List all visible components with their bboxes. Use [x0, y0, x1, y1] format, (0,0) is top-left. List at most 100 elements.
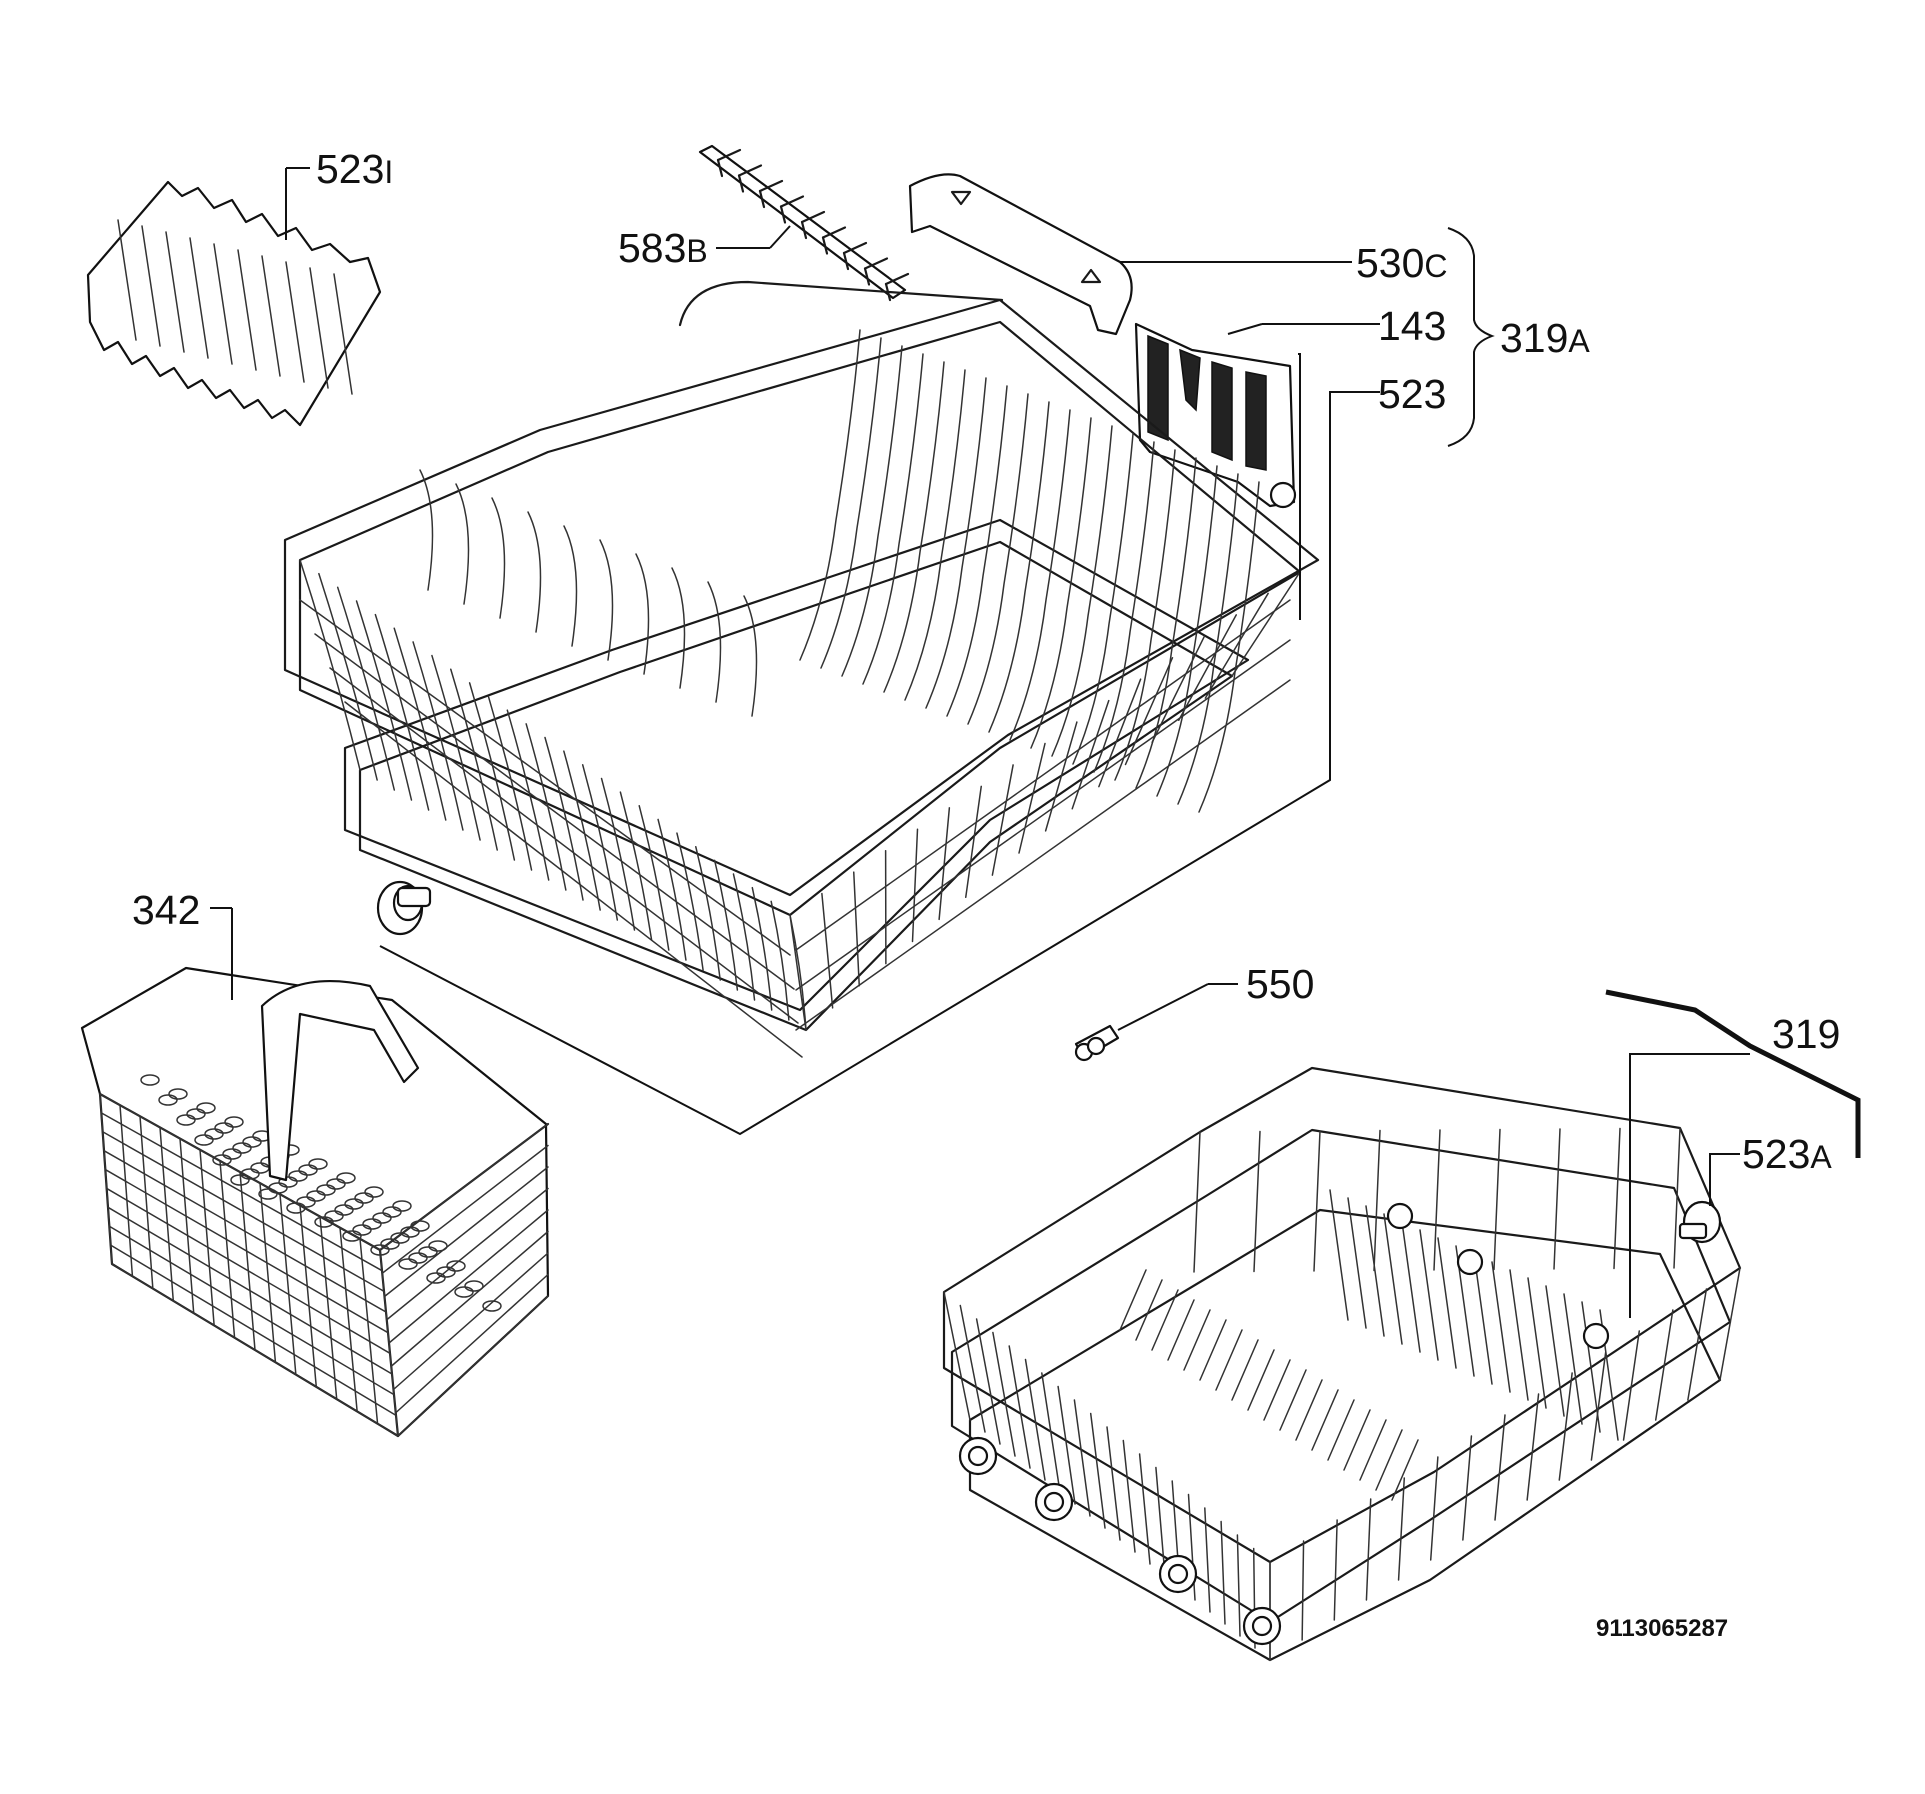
basket-bar: [318, 572, 378, 781]
cutlery-hole: [204, 1128, 224, 1140]
part-143-height-adjuster: [1134, 322, 1380, 509]
tine-foot: [758, 189, 766, 209]
basket-rail: [314, 633, 795, 990]
comb-rib: [165, 231, 185, 353]
cutlery-hole: [382, 1206, 402, 1218]
basket-side-bar: [1231, 571, 1301, 677]
cutlery-hole: [326, 1178, 346, 1190]
lower-side-bar: [1494, 1414, 1506, 1521]
lower-back-bar: [1313, 1130, 1321, 1272]
plate-tine: [1093, 441, 1155, 773]
cutlery-grid-h: [107, 1206, 393, 1375]
tine-foot: [737, 174, 745, 193]
cutlery-grid-h: [100, 1112, 383, 1272]
tine-foot: [779, 205, 787, 224]
cutlery-hole: [464, 1280, 484, 1292]
lower-tine-right: [1329, 1189, 1349, 1321]
cutlery-grid-h: [111, 1263, 399, 1437]
cutlery-hole: [306, 1190, 326, 1202]
label-143: 143: [1378, 303, 1446, 349]
cutlery-hole: [176, 1114, 196, 1126]
tine: [821, 226, 847, 239]
lower-tine-right: [1545, 1285, 1565, 1417]
lower-tine: [1263, 1359, 1291, 1421]
cutlery-hole: [344, 1198, 364, 1210]
cutlery-grid-side: [386, 1187, 549, 1321]
left-tine: [743, 595, 758, 717]
cutlery-hole: [140, 1074, 160, 1086]
cutlery-hole: [446, 1260, 466, 1272]
basket-side-rail: [795, 639, 1291, 991]
lower-bar: [943, 1291, 971, 1421]
part-550-pin: [1074, 983, 1238, 1062]
basket-bar: [676, 832, 704, 971]
plate-tine: [841, 345, 903, 677]
basket-bar: [299, 559, 361, 771]
basket-side-rail: [795, 679, 1291, 1031]
label-530c: 530C: [1356, 240, 1448, 286]
cutlery-hole: [398, 1258, 418, 1270]
lower-side-bar: [1590, 1351, 1607, 1461]
comb-rib: [285, 261, 305, 383]
basket-bar: [487, 695, 533, 871]
tine-foot: [716, 158, 724, 178]
plate-tine: [988, 401, 1050, 733]
cutlery-hole: [196, 1102, 216, 1114]
label-319: 319: [1772, 1011, 1840, 1057]
cutlery-hole: [408, 1252, 428, 1264]
basket-bar: [506, 709, 550, 881]
cutlery-hole: [168, 1088, 188, 1100]
label-342: 342: [132, 887, 200, 933]
lower-tine: [1391, 1439, 1419, 1501]
label-550: 550: [1246, 961, 1314, 1007]
lower-back-bar: [1613, 1127, 1621, 1270]
cutlery-hole: [418, 1246, 438, 1258]
basket-bar: [393, 627, 447, 821]
cutlery-hole: [362, 1218, 382, 1230]
lower-bar: [1089, 1412, 1106, 1529]
lower-bar: [1008, 1345, 1031, 1469]
lower-bar: [1138, 1453, 1151, 1565]
lower-wheel-hub: [967, 1445, 989, 1467]
left-tine: [563, 525, 578, 647]
basket-bar: [638, 805, 670, 951]
cutlery-grid-v: [179, 1137, 195, 1314]
lower-bar: [1122, 1439, 1136, 1553]
basket-bar: [468, 682, 516, 861]
basket-bar: [713, 859, 739, 991]
lower-tine: [1183, 1309, 1211, 1371]
basket-bar: [581, 764, 619, 921]
cutlery-hole: [258, 1188, 278, 1200]
plate-tine: [904, 369, 966, 701]
plate-tine: [1009, 409, 1071, 741]
lower-side-bar: [1429, 1456, 1439, 1561]
plate-tine: [799, 329, 861, 661]
cutlery-hole: [186, 1108, 206, 1120]
cutlery-hole: [278, 1176, 298, 1188]
cutlery-grid-side: [383, 1166, 549, 1298]
cutlery-hole: [454, 1286, 474, 1298]
plate-tine: [946, 385, 1008, 717]
lower-bar: [1220, 1520, 1226, 1625]
basket-bar: [336, 586, 396, 791]
lower-back-bar: [1493, 1128, 1501, 1271]
comb-rib: [309, 267, 329, 389]
lower-tine-right: [1347, 1197, 1367, 1329]
cutlery-grid-v: [119, 1104, 134, 1278]
cutlery-hole: [298, 1164, 318, 1176]
lower-tine: [1375, 1429, 1403, 1491]
comb-rib: [189, 237, 209, 359]
basket-bar: [563, 750, 601, 911]
lower-tine-right: [1383, 1213, 1403, 1345]
cutlery-hole: [410, 1220, 430, 1232]
lower-back-bar: [1193, 1131, 1201, 1273]
lower-bar: [1236, 1534, 1241, 1637]
basket-bar: [374, 613, 430, 811]
cutlery-grid-h: [104, 1168, 389, 1334]
tine-foot: [800, 220, 808, 240]
plate-tine: [1156, 465, 1218, 797]
basket-side-bar: [1151, 635, 1206, 744]
cutlery-grid-side: [390, 1230, 549, 1367]
cutlery-hole: [230, 1174, 250, 1186]
cutlery-grid-side: [381, 1144, 549, 1274]
